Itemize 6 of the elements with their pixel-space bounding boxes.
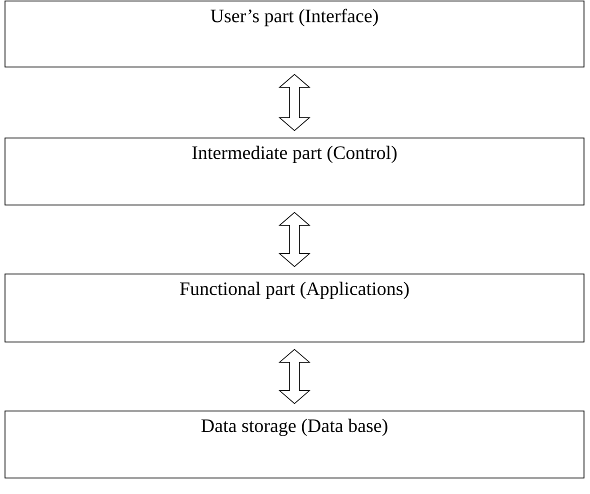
- process-box: Intermediate part (Control): [4, 138, 584, 206]
- process-box: Functional part (Applications): [4, 274, 584, 342]
- double-arrow: [278, 348, 311, 404]
- double-arrow: [278, 212, 311, 268]
- process-box: Data storage (Data base): [4, 410, 584, 478]
- process-box: User’s part (Interface): [4, 0, 584, 68]
